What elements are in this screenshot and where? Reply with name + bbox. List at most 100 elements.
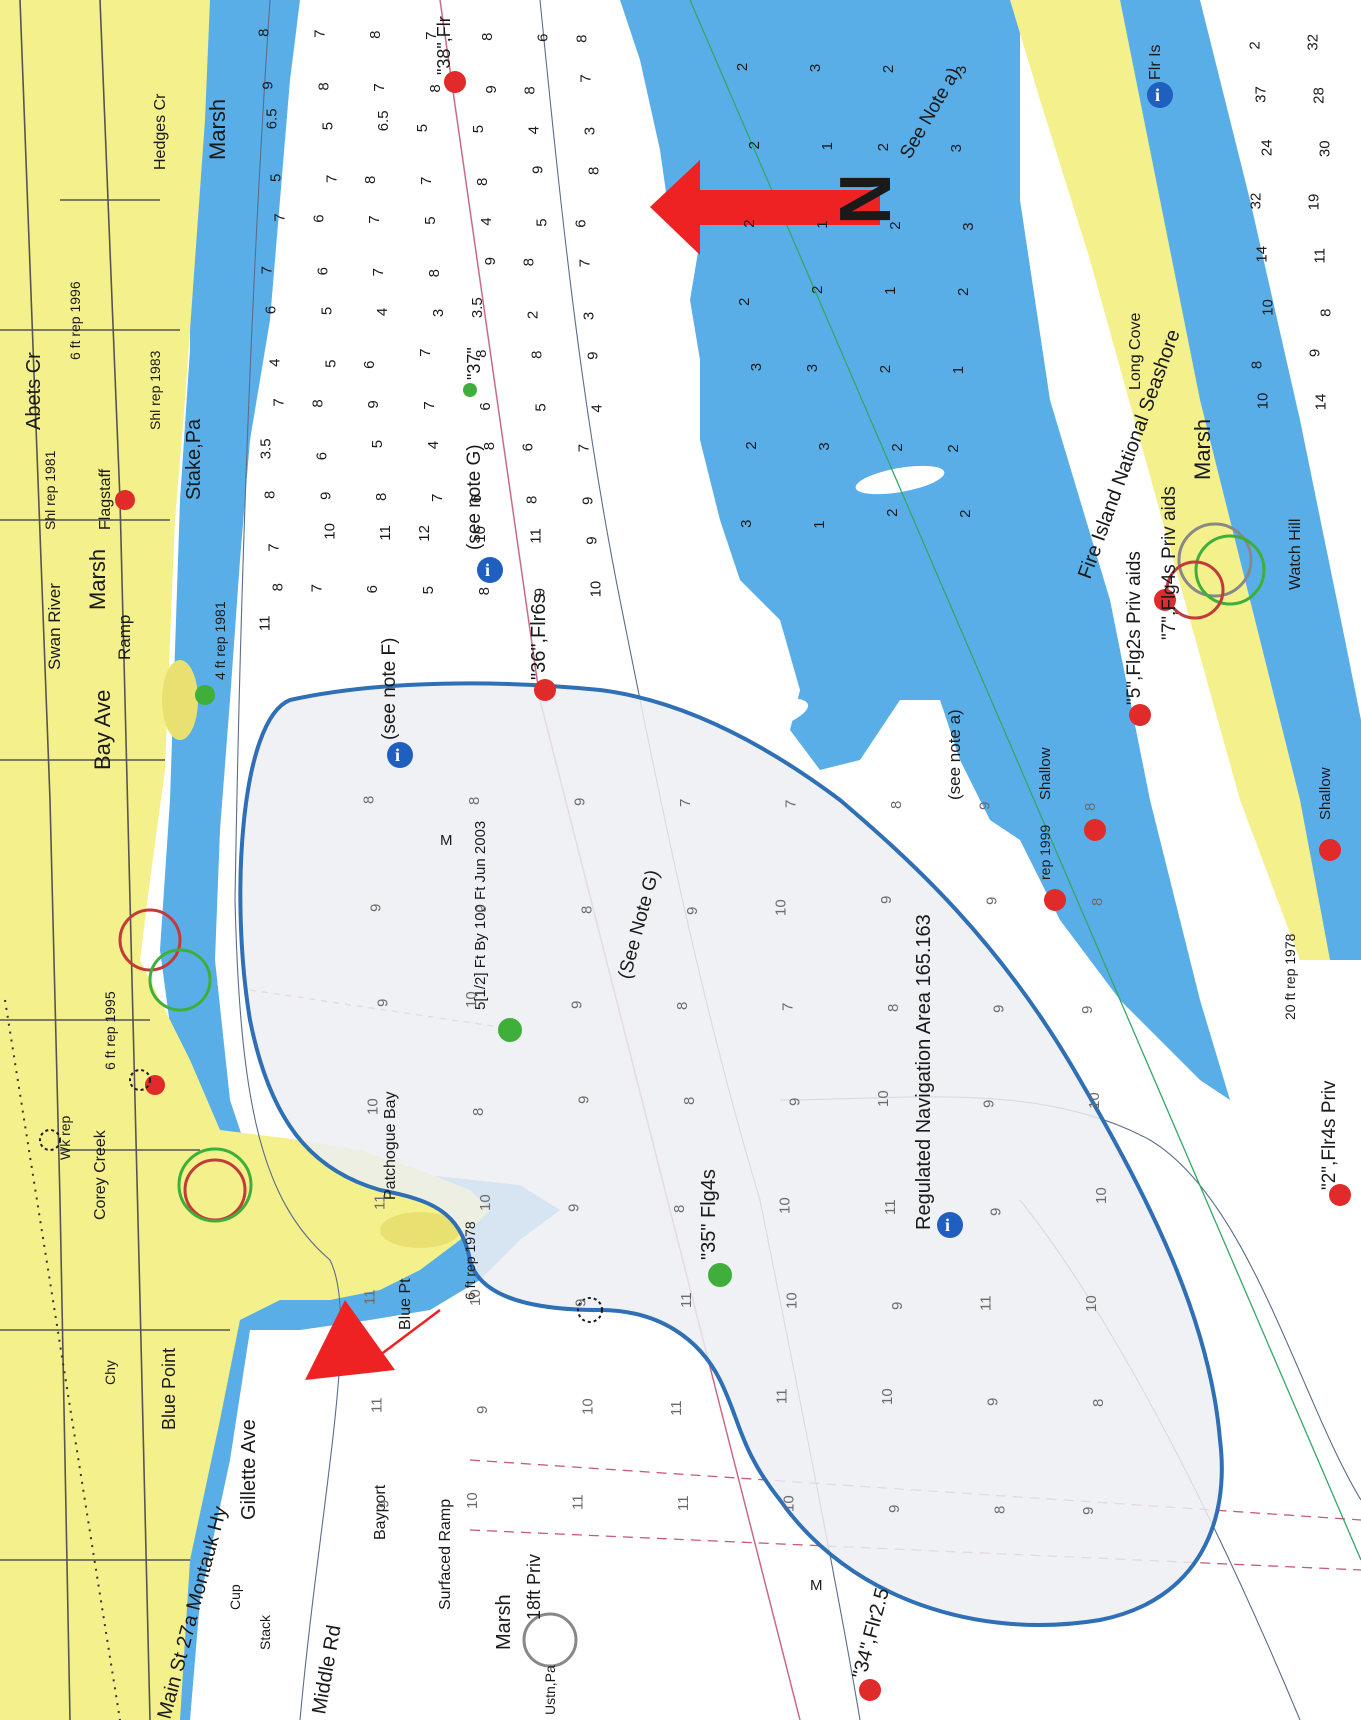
- sounding-area-54: 9: [984, 1398, 1001, 1406]
- sounding-area-48: 11: [368, 1397, 385, 1413]
- sounding-bay-20: 3: [582, 127, 599, 135]
- sounding-area-41: 10: [467, 1289, 484, 1306]
- green-light-35: [708, 1263, 732, 1287]
- label-reg-nav: Regulated Navigation Area 165.163: [913, 914, 935, 1230]
- label-flg4s-priv: "7",Flg4s Priv aids: [1159, 486, 1180, 640]
- sounding-shallow-25: 1: [811, 521, 828, 529]
- sounding-bay-67: 8: [481, 442, 498, 450]
- sounding-bay-39: 9: [482, 257, 499, 265]
- sounding-shallow-3: 3: [953, 66, 970, 74]
- sounding-shallow-4: 2: [746, 141, 763, 149]
- fire-island: [1010, 0, 1330, 960]
- sounding-bay-49: 4: [266, 359, 283, 367]
- sounding-bay-86: 6: [364, 585, 381, 593]
- sounding-ocean-4: 24: [1259, 139, 1276, 156]
- red-light: [1084, 819, 1106, 841]
- sounding-shallow-1: 3: [807, 64, 824, 72]
- sounding-bay-33: 5: [534, 218, 551, 226]
- sounding-bay-1: 7: [311, 30, 328, 38]
- sounding-ocean-14: 10: [1255, 393, 1272, 410]
- sounding-bay-90: 10: [588, 581, 605, 598]
- sounding-shallow-8: 2: [741, 219, 758, 227]
- sounding-bay-85: 7: [308, 584, 325, 592]
- sounding-bay-59: 7: [421, 401, 438, 409]
- sounding-bay-81: 10: [472, 526, 489, 543]
- sounding-area-27: 8: [681, 1097, 698, 1105]
- label-flr-is: Flr Is: [1147, 44, 1164, 80]
- sounding-bay-9: 7: [371, 83, 388, 91]
- sounding-ocean-9: 11: [1312, 248, 1329, 264]
- sounding-bay-16: 6.5: [375, 110, 392, 131]
- sounding-area-30: 9: [980, 1100, 997, 1108]
- label-rep-1981a: 4 ft rep 1981: [212, 601, 228, 680]
- sounding-bay-87: 5: [420, 586, 437, 594]
- label-chy: Chy: [102, 1360, 118, 1385]
- sounding-bay-65: 5: [369, 440, 386, 448]
- sounding-bay-25: 8: [474, 178, 491, 186]
- sounding-area-37: 11: [882, 1199, 899, 1215]
- sounding-area-49: 9: [474, 1406, 491, 1414]
- sounding-bay-27: 8: [586, 167, 603, 175]
- aid-ring: [522, 1612, 578, 1668]
- sounding-bay-10: 8: [427, 84, 444, 92]
- roads: [0, 0, 230, 1720]
- sounding-ocean-2: 37: [1253, 86, 1270, 103]
- sounding-area-12: 10: [772, 899, 789, 916]
- sounding-bay-47: 2: [525, 311, 542, 319]
- sounding-area-0: 8: [360, 796, 377, 804]
- sounding-bay-21: 5: [267, 174, 284, 182]
- sounding-area-31: 10: [1086, 1092, 1103, 1109]
- sounding-bay-73: 7: [429, 494, 446, 502]
- sounding-bay-52: 7: [417, 349, 434, 357]
- ocean-nearshore: [1120, 0, 1361, 960]
- label-abets-cr: Abets Cr: [23, 352, 45, 430]
- sounding-bay-0: 8: [255, 29, 272, 37]
- sounding-bay-23: 8: [362, 176, 379, 184]
- sounding-area-1: 8: [466, 797, 483, 805]
- sounding-bay-88: 8: [476, 587, 493, 595]
- north-arrow-shaft: [700, 190, 880, 225]
- sounding-shallow-0: 2: [734, 63, 751, 71]
- info-glyph: i: [945, 1215, 950, 1235]
- label-shallow: Shallow: [1317, 767, 1334, 820]
- sounding-area-24: 10: [364, 1098, 381, 1115]
- sounding-bay-15: 5: [319, 122, 336, 130]
- label-surfaced-ramp: Surfaced Ramp: [437, 1499, 454, 1610]
- sounding-bay-14: 6.5: [263, 108, 280, 129]
- red-light: [1319, 839, 1341, 861]
- sounding-bay-58: 9: [365, 400, 382, 408]
- marsh-patch: [380, 1212, 460, 1248]
- sounding-bay-22: 7: [323, 175, 340, 183]
- label-ustn-pa: Ustn,Pa: [542, 1665, 558, 1715]
- sounding-area-47: 10: [1083, 1295, 1100, 1312]
- sounding-area-6: 9: [976, 802, 993, 810]
- wreck-icon: [129, 1069, 151, 1091]
- sounding-ocean-7: 19: [1306, 194, 1323, 211]
- red-light-5: [1129, 704, 1151, 726]
- sounding-bay-84: 8: [269, 583, 286, 591]
- sounding-area-57: 10: [464, 1492, 481, 1509]
- red-light-2: [1329, 1184, 1351, 1206]
- green-light: [195, 685, 215, 705]
- red-light: [1044, 889, 1066, 911]
- sounding-shallow-19: 1: [950, 366, 967, 374]
- sounding-area-42: 9: [572, 1299, 589, 1307]
- sounding-bay-80: 12: [416, 525, 433, 542]
- sounding-ocean-13: 9: [1307, 349, 1324, 357]
- info-icon: [387, 742, 413, 768]
- sounding-bay-40: 8: [521, 258, 538, 266]
- sounding-area-39: 10: [1093, 1187, 1110, 1204]
- sounding-shallow-14: 1: [882, 287, 899, 295]
- sounding-bay-26: 9: [530, 166, 547, 174]
- sounding-ocean-6: 32: [1248, 193, 1265, 210]
- sounding-area-61: 9: [886, 1505, 903, 1513]
- sounding-bay-50: 5: [322, 360, 339, 368]
- sounding-area-8: 9: [367, 904, 384, 912]
- sounding-area-28: 9: [786, 1098, 803, 1106]
- aid-ring-green: [177, 1147, 253, 1223]
- sounding-area-15: 8: [1089, 898, 1106, 906]
- sounding-shallow-12: 2: [736, 298, 753, 306]
